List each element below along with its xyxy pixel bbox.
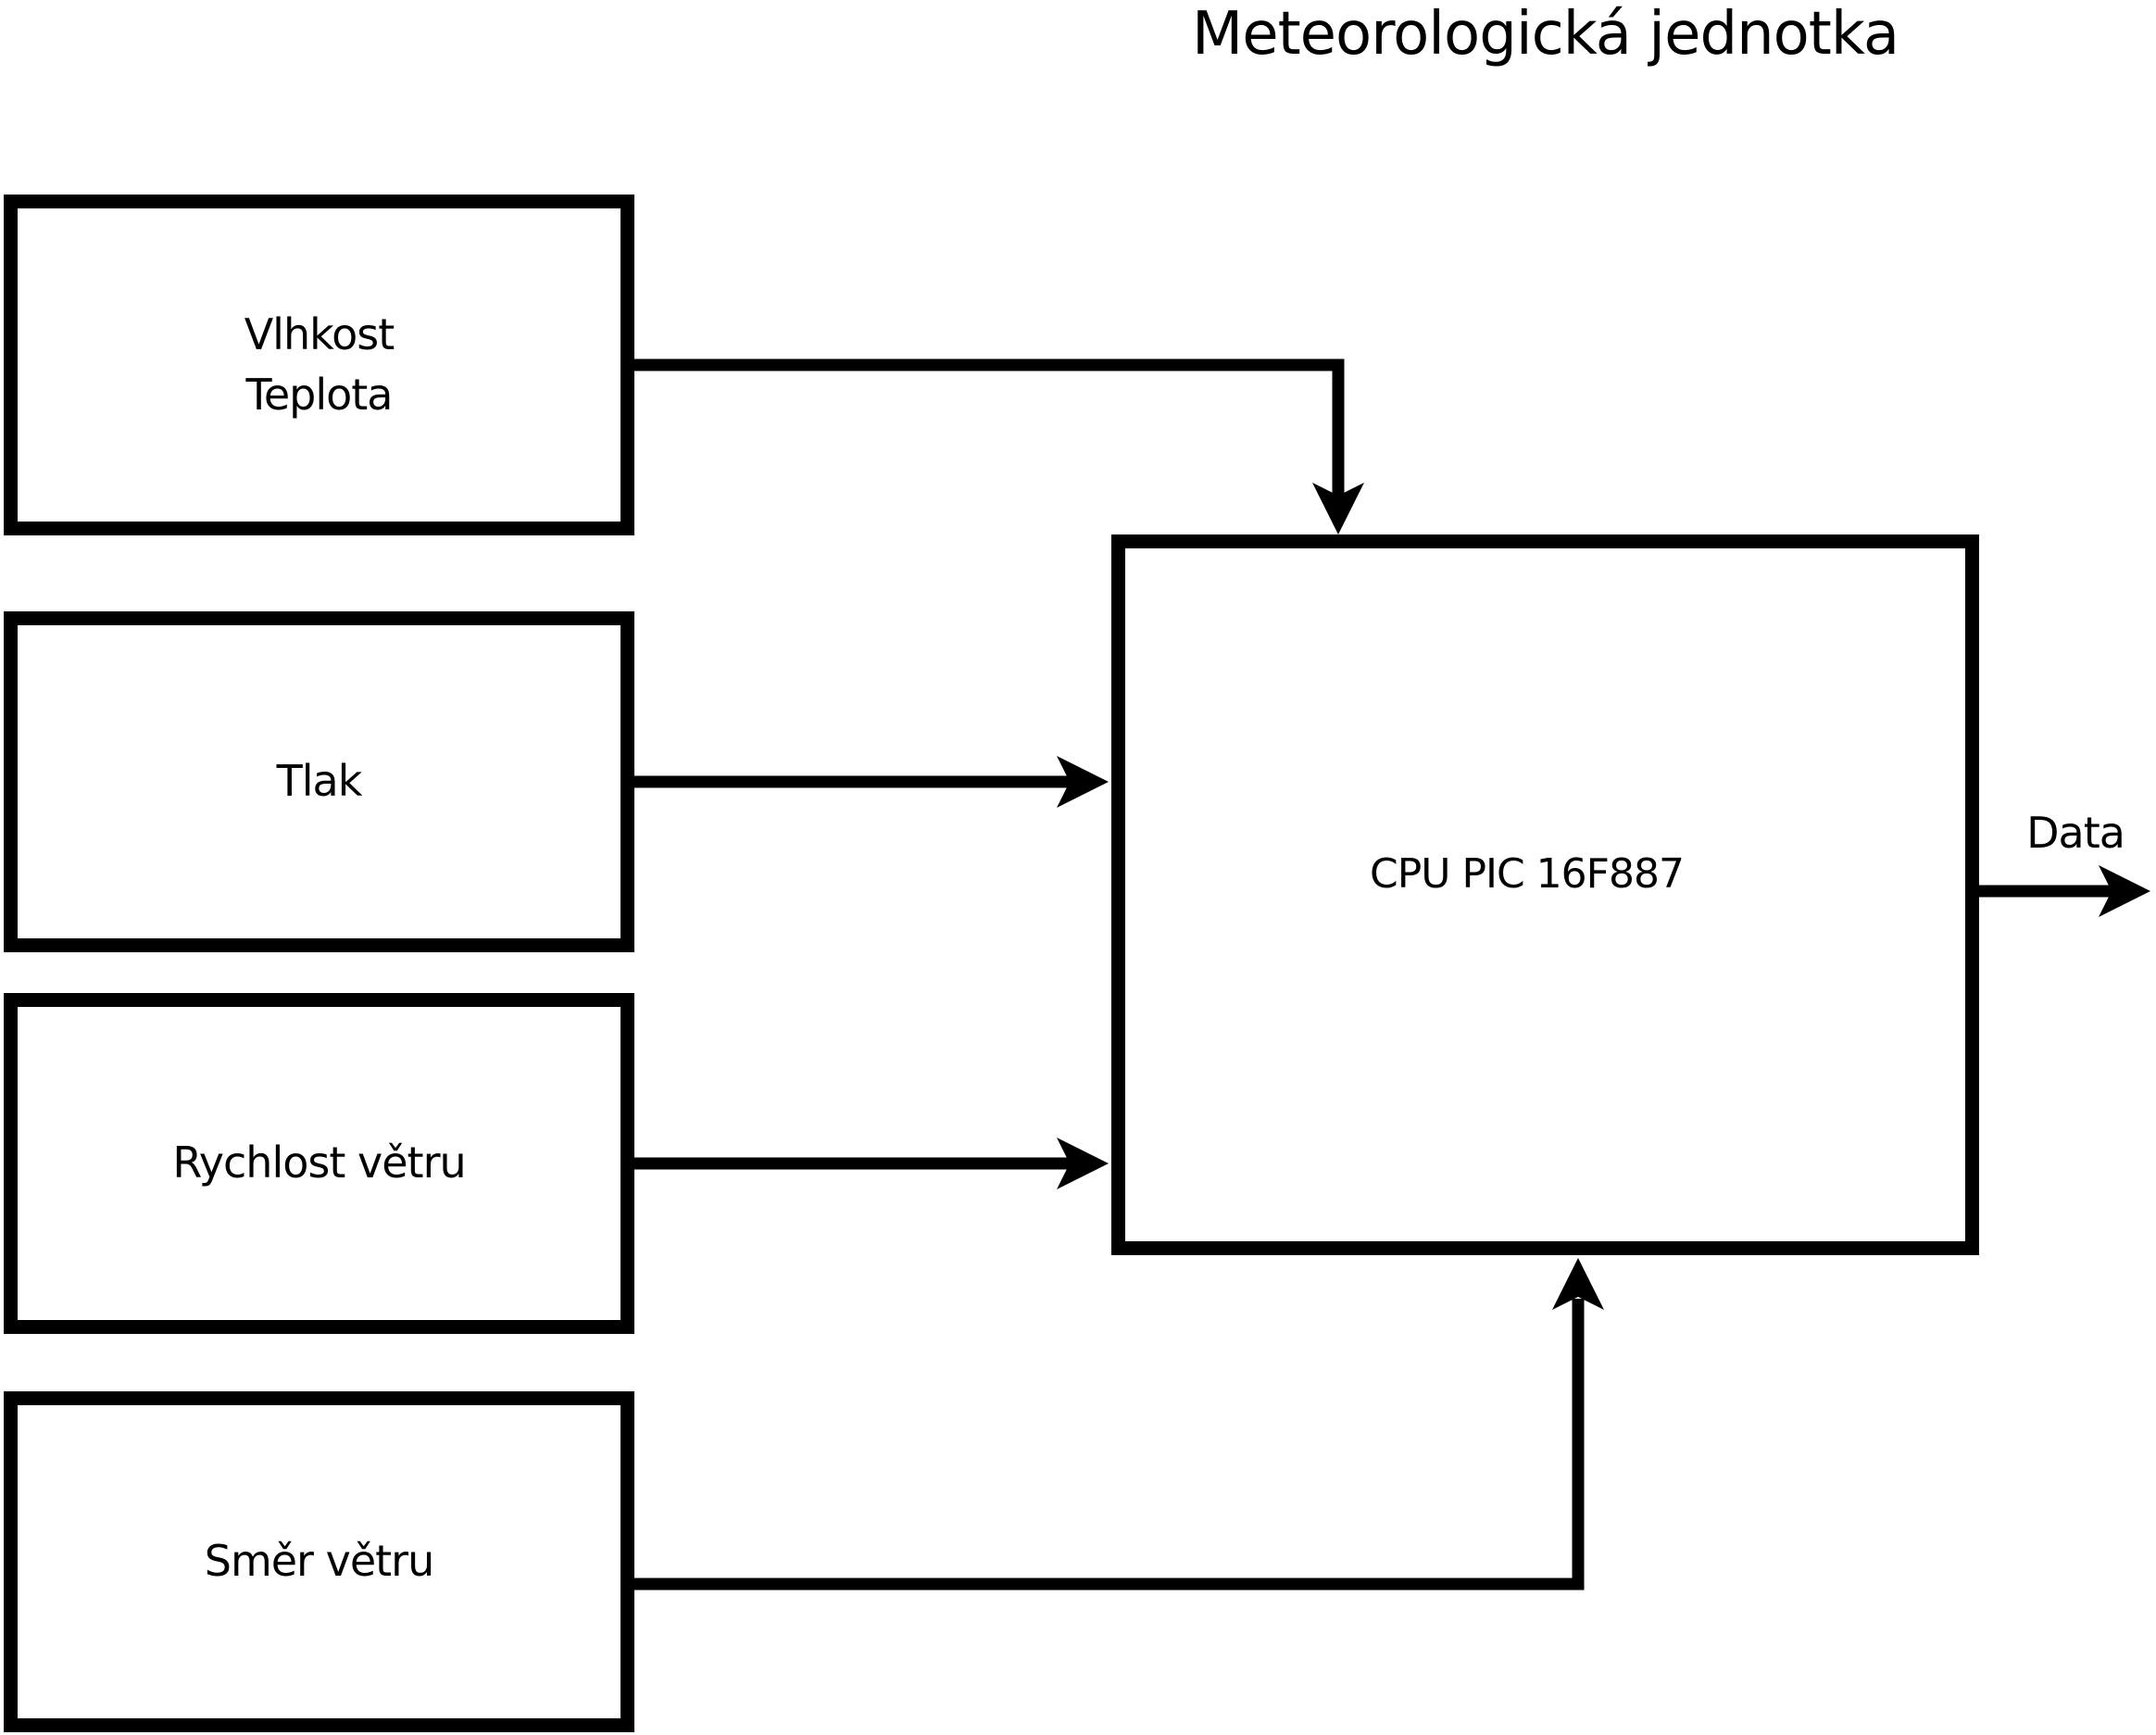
connector-pressure-to-cpu [633, 756, 1109, 808]
arrowhead-right-icon [1057, 756, 1109, 808]
connector-cpu-data-out [1979, 865, 2150, 917]
diagram-title: Meteorologická jednotka [1191, 0, 1899, 69]
wire-humidity-temp [633, 358, 1345, 500]
data-output-label: Data [2026, 808, 2125, 858]
sensor-label: Tlak [276, 756, 363, 807]
arrowhead-right-icon [2099, 865, 2150, 917]
arrowhead-down-icon [1312, 483, 1364, 534]
sensor-box-humidity-temperature: Vlhkost Teplota [4, 195, 634, 535]
connector-windspeed-to-cpu [633, 1138, 1109, 1189]
cpu-box: CPU PIC 16F887 [1111, 534, 1979, 1255]
sensor-label: Teplota [245, 370, 394, 420]
sensor-label: Rychlost větru [172, 1138, 466, 1188]
sensor-label: Směr větru [204, 1536, 434, 1587]
arrowhead-right-icon [1057, 1138, 1109, 1189]
sensor-box-wind-direction: Směr větru [4, 1391, 634, 1732]
sensor-box-pressure: Tlak [4, 611, 634, 952]
cpu-label: CPU PIC 16F887 [1370, 849, 1685, 898]
sensor-box-wind-speed: Rychlost větru [4, 993, 634, 1334]
wire-winddir [633, 1299, 1585, 1590]
arrowhead-up-icon [1552, 1258, 1604, 1310]
connector-winddir-to-cpu [633, 1258, 1604, 1590]
sensor-label: Vlhkost [244, 308, 395, 359]
connector-humidity-temp-to-cpu [633, 358, 1364, 534]
